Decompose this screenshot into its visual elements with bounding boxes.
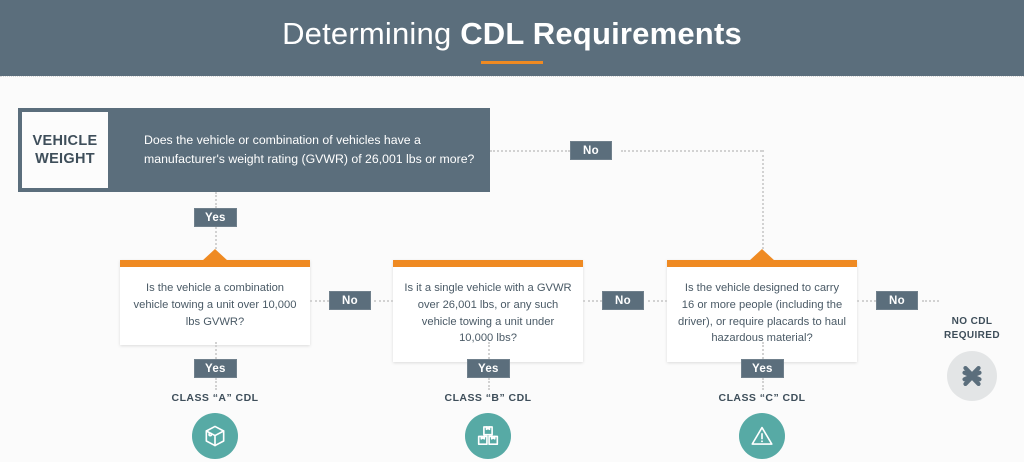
card-1-arrow-pointer [202,249,228,261]
card-1-accent-bar [120,260,310,267]
package-box-icon [192,413,238,459]
no-cdl-label: NO CDL REQUIRED [912,315,1024,342]
page-title-bold: CDL Requirements [460,16,742,51]
no-cdl-label-line2: REQUIRED [944,329,1000,341]
connector-corner-down-to-card3 [762,150,764,249]
connector-card3-to-yes3 [762,342,764,359]
connector-no-top-to-corner [621,150,762,152]
page-title: Determining CDL Requirements [0,16,1024,52]
connector-topbar-to-no-top [490,150,570,152]
badge-yes-top: Yes [194,208,237,227]
decision-card-1[interactable]: Is the vehicle a combination vehicle tow… [120,249,310,346]
flowchart-canvas: VEHICLE WEIGHT Does the vehicle or combi… [0,76,1024,462]
connector-card2-to-yes2 [488,342,490,359]
card-1-question-text: Is the vehicle a combination vehicle tow… [133,282,297,328]
connector-no2-to-card3 [648,300,667,302]
badge-no-1: No [329,291,371,310]
vehicle-weight-label: VEHICLE WEIGHT [22,112,108,188]
connector-yes-to-card1 [215,227,217,249]
connector-yes2-to-class-b [488,378,490,390]
connector-yes3-to-class-c [762,378,764,390]
outcome-class-c: CLASS “C” CDL [702,392,822,459]
connector-card2-to-no2 [583,300,602,302]
vehicle-weight-question-bar: VEHICLE WEIGHT Does the vehicle or combi… [18,108,490,192]
vehicle-weight-label-line2: WEIGHT [35,151,95,167]
no-cdl-label-line1: NO CDL [951,316,993,327]
cross-x-icon [947,351,997,401]
connector-card1-to-no1 [310,300,329,302]
stacked-boxes-icon [465,413,511,459]
connector-no1-to-card2 [374,300,393,302]
vehicle-weight-question-text: Does the vehicle or combination of vehic… [144,132,475,166]
connector-card1-to-yes1 [215,342,217,359]
outcome-class-a-label: CLASS “A” CDL [171,392,259,404]
connector-card3-to-no3 [857,300,876,302]
card-2-accent-bar [393,260,583,267]
badge-no-2: No [602,291,644,310]
outcome-class-b-label: CLASS “B” CDL [444,392,532,404]
hazard-triangle-icon [739,413,785,459]
page-title-light: Determining [282,16,461,51]
title-underline-accent [481,61,543,64]
badge-yes-2: Yes [467,359,510,378]
connector-no3-to-nocdl [922,300,939,302]
outcome-no-cdl: NO CDL REQUIRED [912,315,1024,401]
badge-no-3: No [876,291,918,310]
header-band: Determining CDL Requirements [0,0,1024,76]
badge-no-top: No [570,141,612,160]
outcome-class-a: CLASS “A” CDL [155,392,275,459]
outcome-class-b: CLASS “B” CDL [428,392,548,459]
connector-topbar-to-yes [215,192,217,208]
outcome-class-c-label: CLASS “C” CDL [718,392,806,404]
connector-yes1-to-class-a [215,378,217,390]
badge-yes-1: Yes [194,359,237,378]
card-2-question-text: Is it a single vehicle with a GVWR over … [404,282,572,345]
card-3-arrow-pointer [749,249,775,261]
badge-yes-3: Yes [741,359,784,378]
vehicle-weight-label-line1: VEHICLE [32,132,98,149]
card-3-question-text: Is the vehicle designed to carry 16 or m… [678,282,846,345]
card-3-accent-bar [667,260,857,267]
